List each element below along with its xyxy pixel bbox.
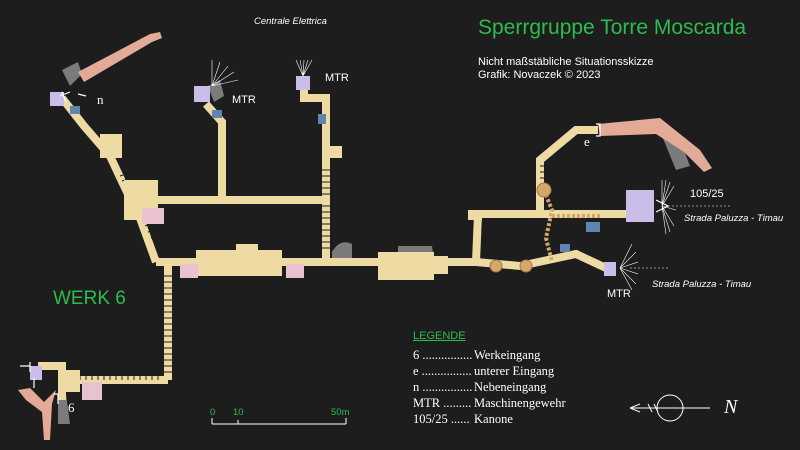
north-symbol: N	[724, 396, 738, 418]
room-sw	[30, 366, 42, 380]
tunnel-sw-entrance	[38, 362, 66, 400]
orange-link	[542, 189, 555, 263]
room-sw-pink	[82, 382, 102, 400]
label-six-entrance: 6	[68, 400, 75, 415]
werk-label: WERK 6	[53, 288, 126, 309]
tunnel-east-rise	[472, 210, 540, 263]
room-passage	[378, 252, 434, 280]
scale-label-fifty: 50m	[331, 407, 350, 418]
scale-bar	[211, 418, 347, 425]
room-nw-mtr	[50, 92, 64, 106]
marker-n	[59, 91, 87, 103]
marker-e	[596, 123, 601, 137]
legend-item: n ................Nebeneingang	[413, 380, 547, 394]
tunnel-mtr-top	[300, 84, 330, 258]
label-mtr-top: MTR	[325, 72, 349, 84]
rock-sw	[58, 394, 70, 424]
fan-mtr-top	[295, 59, 313, 77]
rooms	[30, 76, 654, 400]
map-credit: Grafik: Novaczek © 2023	[478, 69, 601, 81]
label-mtr-left: MTR	[232, 94, 256, 106]
tunnel-centrale-branch	[203, 101, 226, 200]
north-arrow	[629, 394, 710, 422]
gun-circle-top	[536, 182, 552, 198]
entrance-markers	[20, 91, 670, 404]
legend-item: 105/25 ......Kanone	[413, 412, 513, 426]
label-mtr-right: MTR	[607, 288, 631, 300]
gun-circle-2	[519, 259, 533, 273]
trench-nw	[78, 32, 162, 82]
map-subtitle: Nicht maßstäbliche Situationsskizze	[478, 56, 654, 68]
room-centrale	[194, 86, 210, 102]
trenches	[18, 32, 712, 440]
fan-mtr-right	[619, 243, 639, 291]
label-centrale: Centrale Elettrica	[254, 16, 327, 27]
gun-circle-1	[489, 259, 503, 273]
room-nw-block	[100, 134, 122, 158]
fire-fans	[211, 59, 730, 291]
room-east-small	[468, 210, 482, 220]
room-mtr-top	[296, 76, 310, 90]
room-pink-right	[286, 264, 304, 278]
label-road-upper: Strada Paluzza - Timau	[684, 213, 784, 224]
rock-east	[662, 136, 690, 170]
trench-east	[598, 118, 712, 172]
label-road-lower: Strada Paluzza - Timau	[652, 279, 752, 290]
scale-label-zero: 0	[210, 407, 216, 418]
legend-item: MTR .........Maschinengewehr	[413, 396, 566, 410]
room-pink-upper	[142, 208, 164, 224]
scale-label-ten: 10	[233, 407, 244, 418]
map-title: Sperrgruppe Torre Moscarda	[478, 16, 747, 39]
gun-emplacements	[489, 182, 600, 273]
marker-6	[20, 362, 59, 404]
room-main-hall	[196, 250, 282, 276]
tunnel-nw-diagonal	[58, 95, 160, 264]
room-pink-left	[180, 264, 198, 278]
legend-heading: LEGENDE	[413, 330, 466, 342]
trench-sw	[18, 388, 56, 440]
room-blue-centrale	[212, 110, 222, 118]
rock-nw	[62, 62, 82, 86]
legend-item: e ................unterer Eingang	[413, 364, 555, 378]
room-blue-top	[318, 114, 326, 124]
room-sw-block	[66, 370, 80, 392]
fan-centrale	[211, 60, 239, 87]
label-e-entrance: e	[584, 134, 590, 149]
label-n-entrance: n	[97, 92, 104, 107]
room-gun-105-25	[626, 190, 654, 222]
marker-gun	[655, 199, 670, 213]
rock-mid	[332, 242, 352, 258]
fan-gun	[661, 179, 677, 235]
room-blue-east	[586, 222, 600, 232]
room-east-block	[328, 146, 342, 158]
room-passage-east	[430, 256, 448, 274]
legend-item: 6 ................Werkeingang	[413, 348, 541, 362]
room-mtr-right	[604, 262, 616, 276]
room-blue-nw	[70, 106, 80, 114]
room-blue-mid	[560, 244, 570, 252]
label-gun: 105/25	[690, 188, 724, 200]
room-main-hall-top	[236, 244, 258, 252]
